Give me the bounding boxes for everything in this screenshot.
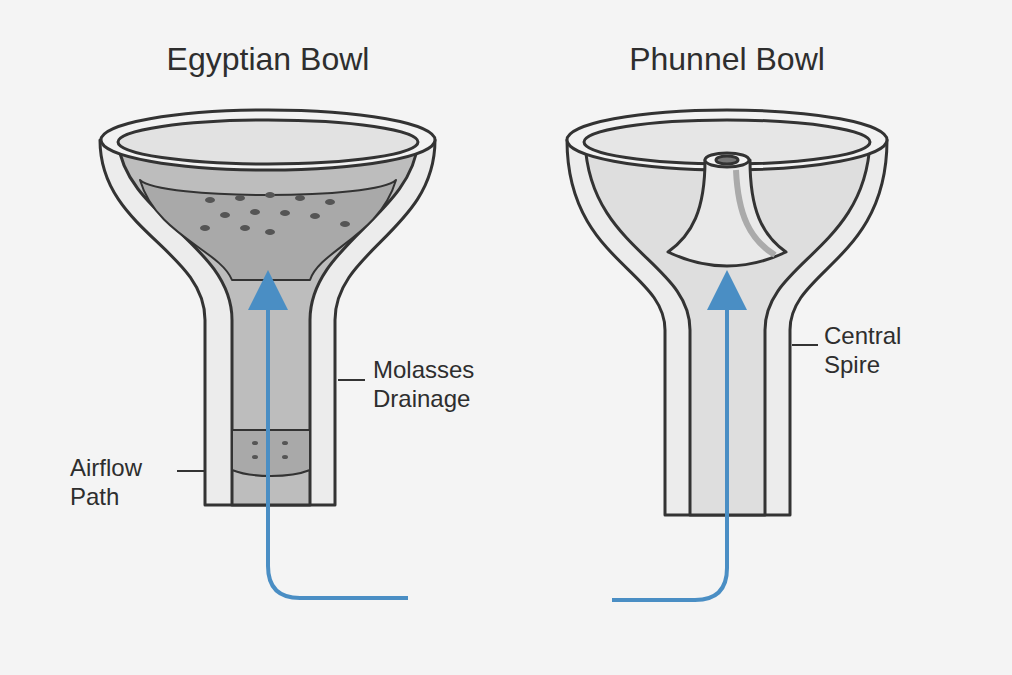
bowl-title: Phunnel Bowl [629,40,825,78]
bowl-title: Egyptian Bowl [167,40,370,78]
part-label: Central Spire [824,322,944,380]
airflow-arrow [268,290,408,598]
part-label: Airflow Path [70,454,175,512]
airflow-arrow [612,290,727,600]
part-label: Molasses Drainage [373,356,508,414]
